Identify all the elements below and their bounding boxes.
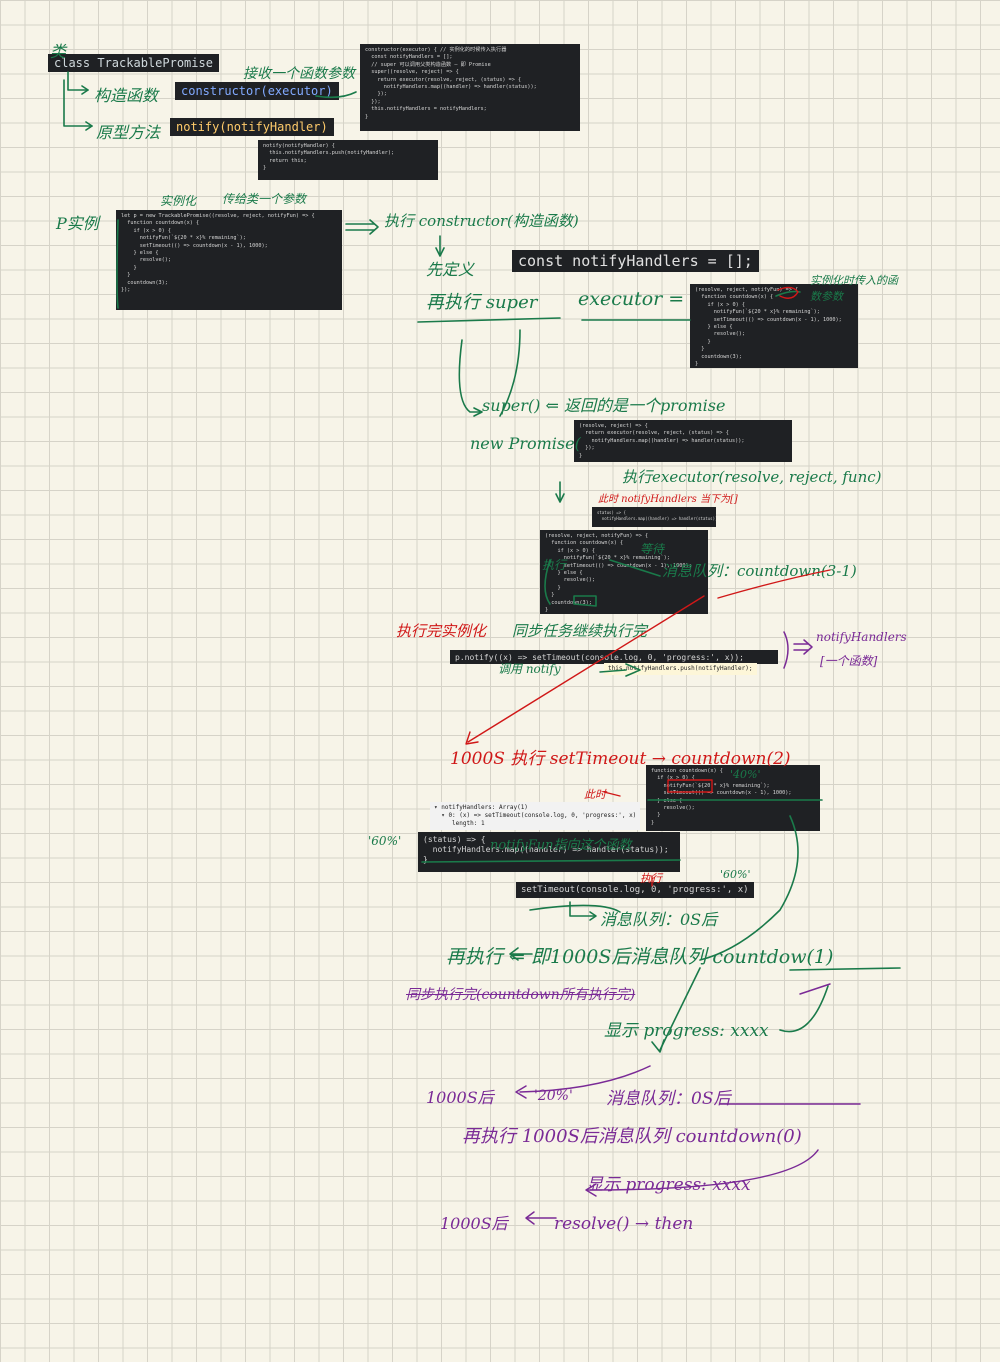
status-code-block: (status) => { notifyHandlers.map((handle…	[418, 832, 680, 872]
note-show-progress: 显示 progress: xxxx	[604, 1021, 769, 1041]
status-mini-code: status) => { notifyHandlers.map((handler…	[592, 507, 716, 527]
note-after-1000: 1000S 执行 setTimeout → countdown(2)	[450, 749, 791, 769]
double-arrow-run	[345, 223, 375, 231]
note-super-returns: super() ⇐ 返回的是一个promise	[482, 396, 726, 415]
note-after-1000s-b: 1000S后	[440, 1214, 508, 1233]
settimeout-line: setTimeout(console.log, 0, 'progress:', …	[516, 882, 754, 898]
note-executor-eq: executor =	[578, 288, 685, 310]
debug-notify-handlers: ▾ notifyHandlers: Array(1) ▾ 0: (x) => s…	[430, 802, 641, 830]
note-p-instance: P实例	[56, 214, 99, 233]
note-instantiate: 实例化	[160, 194, 197, 208]
note-run-again: 再执行 ⇐ 即1000S后消息队列 countdow(1)	[446, 946, 834, 968]
note-pct60b: '60%'	[720, 868, 751, 881]
note-execute2: 执行	[640, 872, 662, 885]
underline-status	[421, 859, 681, 863]
note-queue-0s: 消息队列：0S后	[600, 910, 718, 929]
note-wait: 等待	[640, 542, 665, 556]
note-pct40: '40%'	[730, 768, 761, 781]
push-line: this.notifyHandlers.push(notifyHandler);	[604, 663, 757, 675]
constructor-code-block: constructor(executor) { // 实例化的时候传入执行器 c…	[360, 44, 580, 131]
note-queue-0s-b: 消息队列：0S后	[606, 1089, 731, 1109]
note-define-first: 先定义	[426, 260, 475, 279]
note-handlers-one: notifyHandlers	[816, 630, 907, 644]
note-constructor: 构造函数	[94, 86, 159, 105]
note-handlers-empty: 此时 notifyHandlers 当下为[]	[598, 494, 738, 505]
bracket-handlers	[783, 631, 789, 669]
executor-code-block: (resolve, reject, notifyFun) => { functi…	[690, 284, 858, 368]
notify-handlers-const: const notifyHandlers = [];	[512, 250, 759, 272]
note-notify-fun-points: notifyFun指向这个函数	[490, 838, 632, 853]
red-box-notifyfun	[667, 779, 713, 793]
notify-code-block: notify(notifyHandler) { this.notifyHandl…	[258, 140, 438, 180]
note-sync-done: 同步执行完(countdown所有执行完)	[406, 987, 636, 1003]
arrow-to-constructor	[67, 71, 89, 91]
notify-call-line: p.notify((x) => setTimeout(console.log, …	[450, 650, 778, 664]
note-resolve-then: resolve() → then	[554, 1214, 694, 1234]
arrow-to-method	[63, 79, 93, 127]
note-after-1000s: 1000S后	[426, 1088, 494, 1107]
notify-signature: notify(notifyHandler)	[170, 118, 334, 136]
arrow-to-constructor-code	[315, 91, 357, 99]
arrow-to-show	[589, 1149, 819, 1191]
note-new-promise: new Promise(	[470, 434, 581, 453]
note-one-function: [一个函数]	[820, 654, 878, 668]
note-instance-param: 实例化时传入的函数参数	[810, 274, 898, 303]
note-then-super: 再执行 super	[426, 292, 538, 313]
note-pass-to-class: 传给类一个参数	[222, 192, 307, 206]
note-msg-queue: 消息队列：countdown(3-1)	[662, 562, 857, 580]
circle-notifyfun	[777, 286, 799, 299]
note-run-constructor: 执行 constructor(构造函数)	[384, 212, 579, 230]
note-pct20: '20%'	[534, 1088, 573, 1104]
super-arg-code-block: (resolve, reject) => { return executor(r…	[574, 420, 792, 462]
arrow-to-1000s	[519, 1065, 651, 1093]
arrow-to-push	[625, 663, 641, 677]
note-run-again-0: 再执行 1000S后消息队列 countdown(0)	[462, 1126, 802, 1147]
note-pct60a: '60%'	[368, 834, 402, 848]
underline-super	[417, 317, 561, 323]
note-at-this-time: 此时	[584, 788, 606, 801]
executor-code-block-2: (resolve, reject, notifyFun) => { functi…	[540, 530, 708, 614]
note-receive-function: 接收一个函数参数	[243, 66, 355, 82]
note-class: 类	[50, 42, 67, 61]
note-sync-continue: 同步任务继续执行完	[512, 622, 648, 640]
bracket-instance	[116, 219, 119, 309]
red-long-arrow	[467, 595, 705, 743]
class-declaration: class TrackablePromise	[48, 54, 219, 72]
note-method: 原型方法	[96, 123, 161, 142]
note-call-notify: 调用 notify	[498, 662, 561, 676]
arrow-countdown-loop	[699, 815, 799, 961]
constructor-signature: constructor(executor)	[175, 82, 339, 100]
instance-code-block: let p = new TrackablePromise((resolve, r…	[116, 210, 342, 310]
arrow-super-to-return	[458, 339, 481, 413]
note-run-executor: 执行executor(resolve, reject, func)	[622, 468, 882, 486]
note-run-after-instance: 执行完实例化	[396, 622, 487, 640]
